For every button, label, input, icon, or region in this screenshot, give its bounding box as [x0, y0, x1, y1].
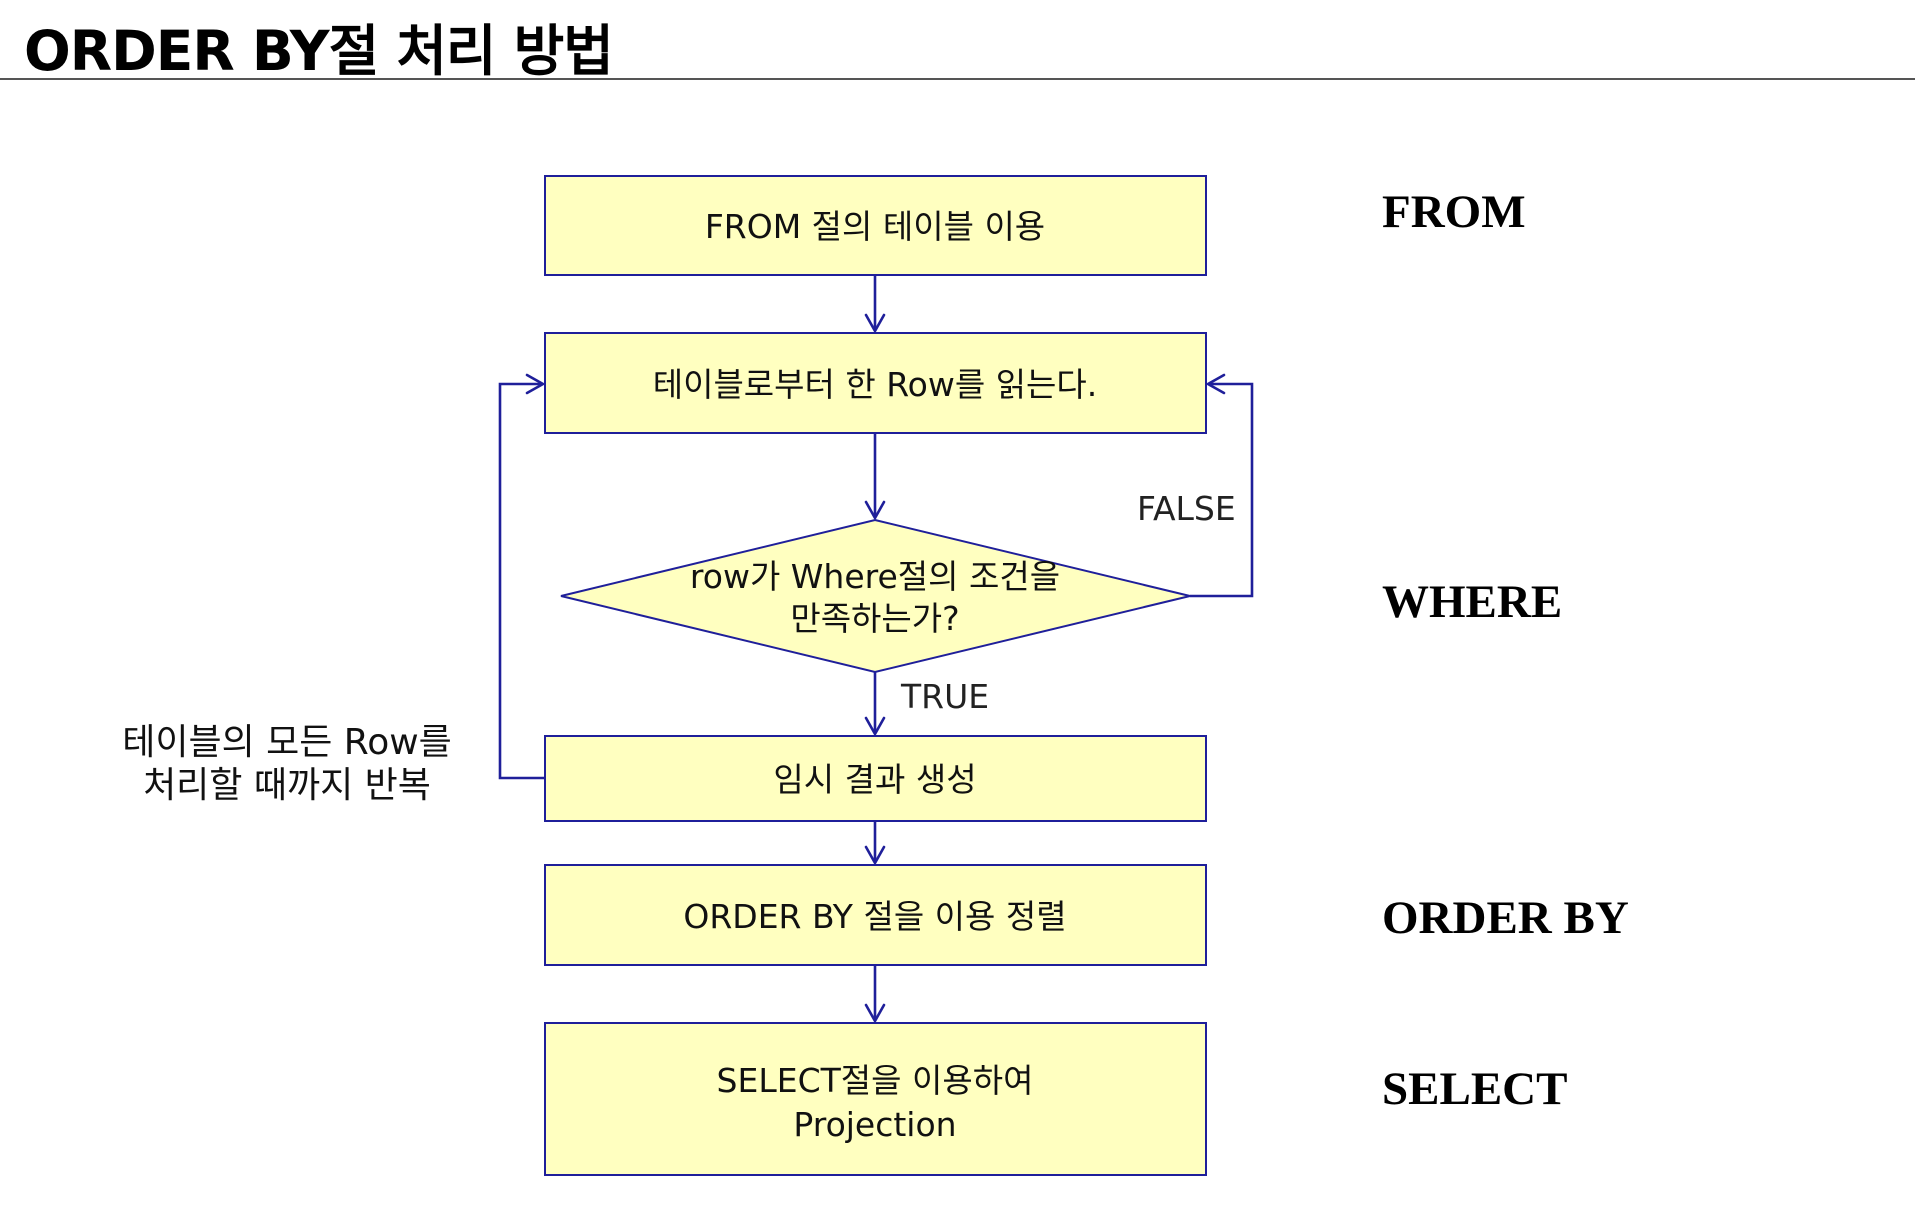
where-decision-line1: row가 Where절의 조건을	[690, 557, 1060, 596]
phase-from: FROM	[1382, 186, 1526, 238]
title-divider	[0, 78, 1915, 80]
from-box-label: FROM 절의 테이블 이용	[705, 207, 1045, 246]
read-row-box	[544, 332, 1207, 434]
from-box	[544, 175, 1207, 276]
arrow-read-to-where	[864, 433, 886, 520]
arrow-where-true	[864, 672, 886, 736]
order-by-label: ORDER BY 절을 이용 정렬	[683, 897, 1066, 936]
arrow-where-false-loop	[1190, 373, 1254, 598]
arrow-order-to-select	[864, 965, 886, 1023]
order-by-box	[544, 864, 1207, 966]
phase-select: SELECT	[1382, 1063, 1567, 1115]
where-decision	[560, 518, 1191, 674]
read-row-label: 테이블로부터 한 Row를 읽는다.	[653, 365, 1098, 404]
loop-note-line1: 테이블의 모든 Row를	[122, 722, 452, 763]
phase-order-by: ORDER BY	[1382, 892, 1629, 944]
select-box	[544, 1022, 1207, 1176]
page-title: ORDER BY절 처리 방법	[24, 19, 614, 83]
arrow-from-to-read	[864, 275, 886, 333]
select-line2: Projection	[793, 1105, 956, 1144]
where-decision-line2: 만족하는가?	[790, 599, 959, 638]
true-label: TRUE	[900, 677, 989, 716]
arrow-repeat-loop	[498, 373, 545, 780]
arrow-temp-to-order	[864, 821, 886, 865]
loop-note-line2: 처리할 때까지 반복	[143, 765, 431, 806]
phase-where: WHERE	[1382, 576, 1562, 628]
temp-result-label: 임시 결과 생성	[773, 760, 976, 799]
select-line1: SELECT절을 이용하여	[717, 1061, 1034, 1100]
temp-result-box	[544, 735, 1207, 822]
false-label: FALSE	[1137, 489, 1236, 528]
